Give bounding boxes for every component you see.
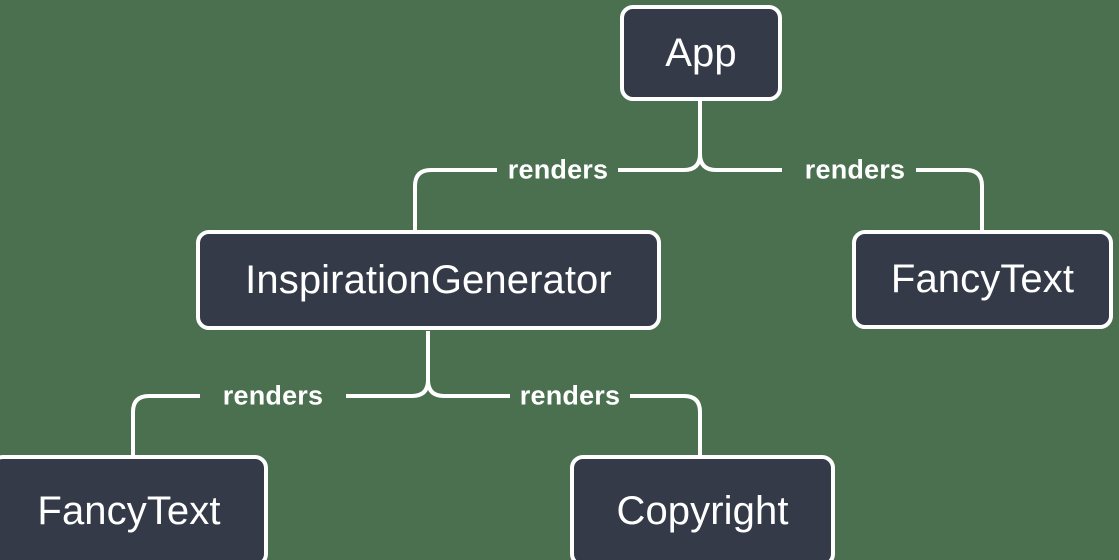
edge-inspgen-right-arm xyxy=(630,394,702,455)
edge-label-inspirationgenerator-copyright: renders xyxy=(519,380,621,411)
edge-app-right-arm xyxy=(916,168,984,230)
edge-label-app-inspirationgenerator: renders xyxy=(507,154,609,185)
edge-inspgen-right xyxy=(426,379,510,398)
node-inspiration-generator[interactable]: InspirationGenerator xyxy=(196,230,661,330)
edge-app-stem xyxy=(618,101,702,172)
edge-inspgen-left-arm xyxy=(131,394,200,455)
node-fancytext-right[interactable]: FancyText xyxy=(852,230,1113,329)
node-app[interactable]: App xyxy=(620,5,782,101)
node-inspiration-generator-label: InspirationGenerator xyxy=(245,257,612,302)
edge-inspgen-stem xyxy=(346,331,430,398)
edge-app-left-arm xyxy=(413,168,497,230)
node-copyright[interactable]: Copyright xyxy=(570,455,835,560)
edge-label-inspirationgenerator-fancytext: renders xyxy=(222,380,324,411)
edge-app-to-inspgen xyxy=(698,153,782,172)
node-fancytext-bottom-left[interactable]: FancyText xyxy=(0,455,268,560)
node-copyright-label: Copyright xyxy=(616,488,789,533)
node-fancytext-right-label: FancyText xyxy=(890,257,1075,301)
edge-label-app-fancytext: renders xyxy=(804,154,906,185)
node-fancytext-bottom-left-label: FancyText xyxy=(37,488,221,533)
node-app-label: App xyxy=(665,30,737,75)
